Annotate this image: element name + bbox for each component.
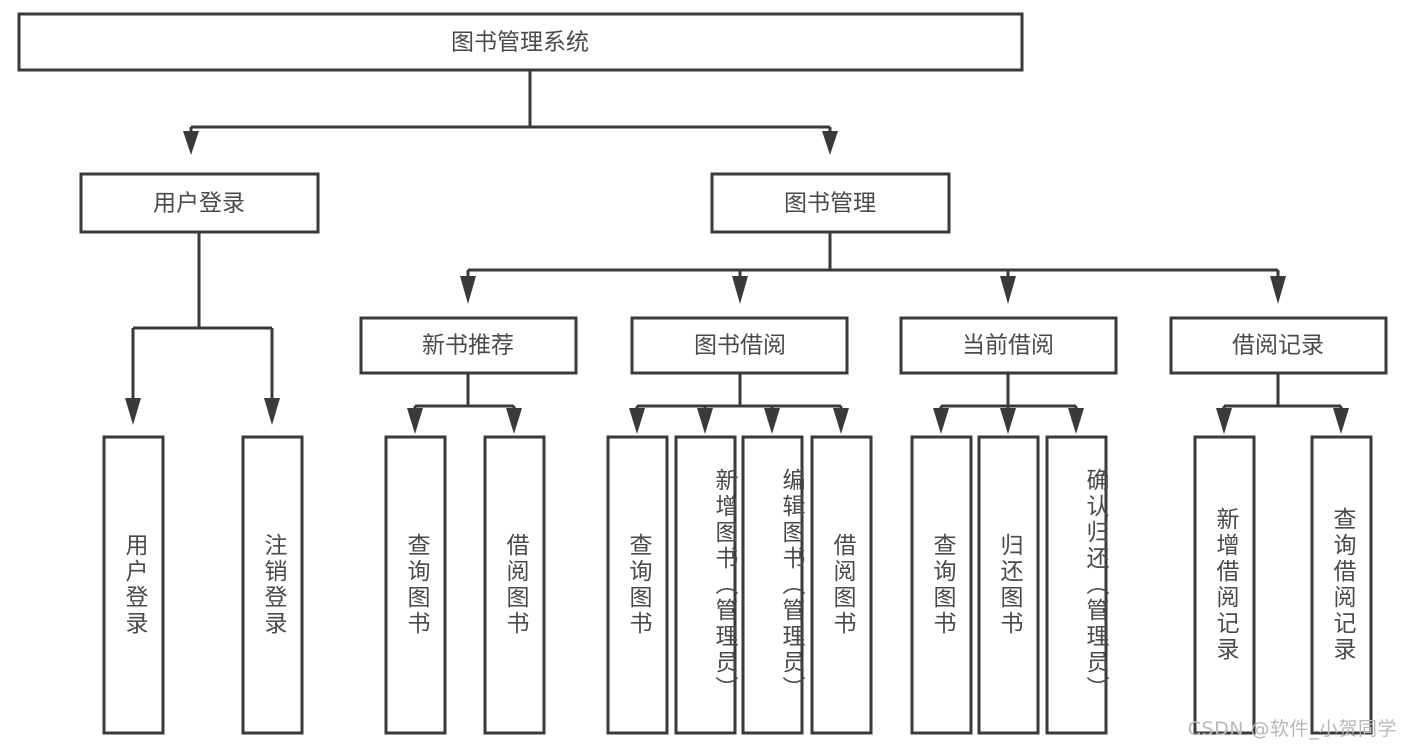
arrow-level3-node-3 [1000, 276, 1016, 304]
node-root-book-management-system[interactable] [17, 12, 1024, 72]
node-book-management[interactable] [710, 172, 951, 234]
node-leaf-bookborrow-edit[interactable] [741, 435, 804, 735]
node-borrow-record-label: 借阅记录 [1232, 333, 1324, 359]
node-leaf-newbook-borrow[interactable] [483, 435, 546, 735]
arrow-currentborrow-leaf-1 [933, 408, 949, 434]
arrow-level3-node-4 [1270, 276, 1286, 304]
node-book-management-label: 图书管理 [784, 191, 876, 217]
arrow-to-book-manage [822, 131, 838, 155]
node-leaf-bookborrow-borrow[interactable] [810, 435, 873, 735]
node-borrow-record[interactable] [1169, 316, 1388, 375]
node-leaf-user-login-logout[interactable] [241, 435, 304, 735]
node-new-book-recommend-label: 新书推荐 [422, 333, 514, 359]
arrow-userlogin-leaf-2 [264, 398, 280, 425]
arrow-to-user-login [183, 131, 199, 155]
node-current-borrow-label: 当前借阅 [962, 333, 1054, 359]
node-leaf-newbook-query[interactable] [384, 435, 447, 735]
node-book-borrow-label: 图书借阅 [694, 333, 786, 359]
arrow-bookborrow-leaf-3 [764, 408, 780, 434]
node-new-book-recommend[interactable] [359, 316, 578, 375]
node-book-borrow[interactable] [630, 316, 849, 375]
arrow-bookborrow-leaf-4 [833, 408, 849, 434]
arrow-currentborrow-leaf-3 [1068, 408, 1084, 434]
node-root-label: 图书管理系统 [451, 30, 589, 56]
node-leaf-bookborrow-add[interactable] [674, 435, 737, 735]
node-leaf-bookborrow-query[interactable] [606, 435, 669, 735]
node-user-login[interactable] [79, 172, 320, 234]
node-leaf-borrowrecord-query[interactable] [1310, 435, 1373, 735]
node-leaf-currentborrow-confirm[interactable] [1045, 435, 1108, 735]
arrow-userlogin-leaf-1 [125, 398, 141, 425]
node-leaf-borrowrecord-add[interactable] [1193, 435, 1256, 735]
arrow-bookborrow-leaf-2 [697, 408, 713, 434]
node-box-layer: 图书管理系统 用户登录 图书管理 新书推荐 图书借阅 当前借阅 借阅记录 [17, 12, 1388, 735]
arrow-bookborrow-leaf-1 [629, 408, 645, 434]
arrow-borrowrecord-leaf-1 [1216, 408, 1232, 434]
arrow-newbook-leaf-2 [506, 408, 522, 434]
arrow-level3-node-2 [732, 276, 748, 304]
arrow-borrowrecord-leaf-2 [1333, 408, 1349, 434]
node-leaf-currentborrow-query[interactable] [910, 435, 973, 735]
node-user-login-label: 用户登录 [153, 191, 245, 217]
node-leaf-currentborrow-return[interactable] [977, 435, 1040, 735]
arrow-level3-node-1 [460, 276, 476, 304]
node-current-borrow[interactable] [899, 316, 1118, 375]
node-leaf-user-login-login[interactable] [102, 435, 165, 735]
connector-layer [125, 70, 1349, 434]
arrow-currentborrow-leaf-2 [1000, 408, 1016, 434]
arrow-newbook-leaf-1 [407, 408, 423, 434]
csdn-watermark: CSDN @软件_小贺同学 [1187, 718, 1397, 740]
